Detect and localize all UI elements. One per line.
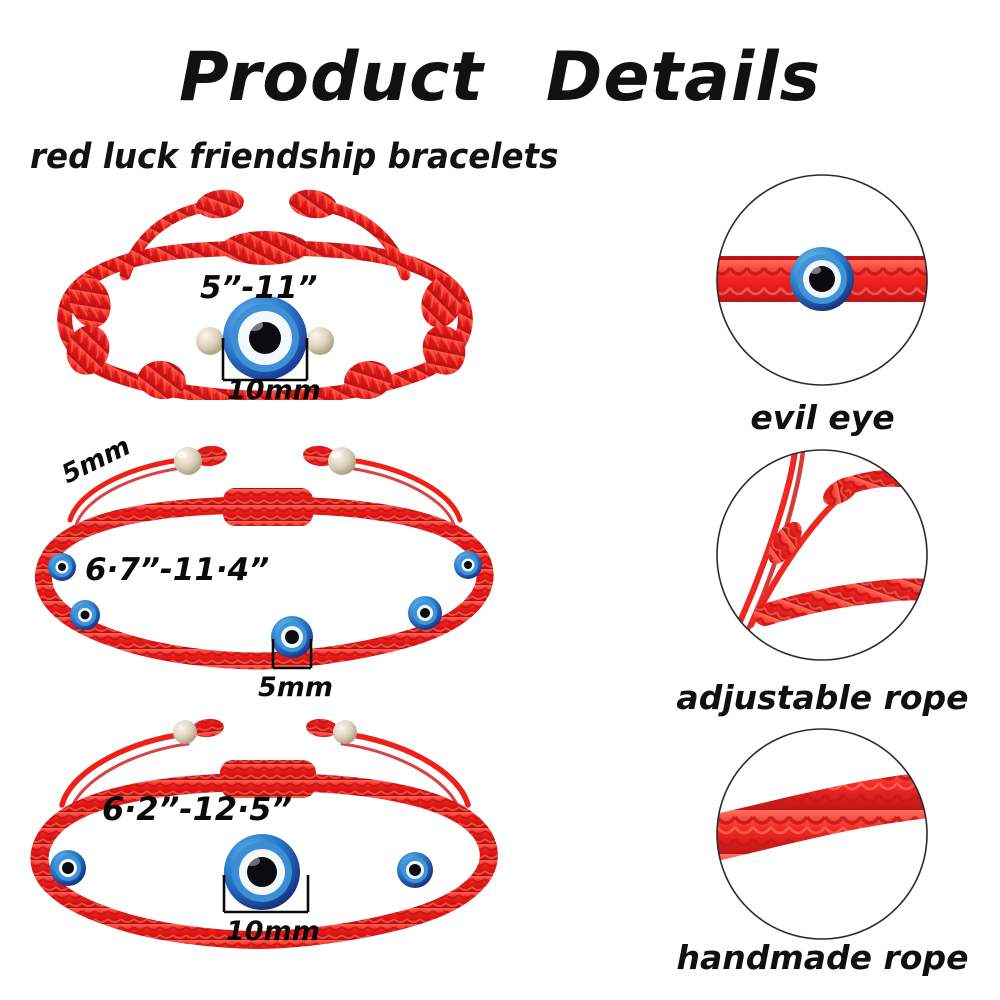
evil-eye-bead	[48, 553, 76, 581]
evil-eye-beads	[48, 551, 482, 658]
detail-caption-handmade-rope: handmade rope	[676, 938, 969, 977]
braided-band	[35, 496, 494, 670]
evil-eye-closeup-photo	[717, 175, 927, 385]
page-subtitle: red luck friendship bracelets	[30, 137, 559, 177]
detail-circle-outline	[716, 174, 928, 386]
detail-caption-evil-eye: evil eye	[750, 398, 895, 437]
adjustable-knot-closeup-photo	[717, 450, 927, 660]
evil-eye-bead	[271, 616, 313, 658]
bracelet-3-length-label: 6·2”-12·5”	[102, 790, 292, 828]
bracelet-3-braided-large-eye: 6·2”-12·5” 10mm	[30, 700, 500, 969]
evil-eye-bead	[408, 596, 442, 630]
bracelet-2-length-label: 6·7”-11·4”	[85, 552, 269, 588]
evil-eye-bead	[790, 247, 854, 311]
detail-circle-handmade-rope	[645, 722, 1000, 951]
bracelet-1-bead-size-label: 10mm	[227, 375, 321, 400]
title-word-details: Details	[545, 38, 821, 117]
bracelet-2-dimension-bracket	[271, 639, 313, 670]
adjustable-cords	[67, 456, 463, 527]
accent-beads	[196, 327, 334, 355]
evil-eye-bead-center	[223, 296, 307, 380]
bracelet-1-dimension-bracket	[221, 338, 309, 382]
bracelet-knots	[66, 231, 466, 400]
bracelet-2-braided-small-eyes: 5mm 6·7”-11·4” 5mm	[30, 425, 500, 704]
evil-eye-bead	[397, 852, 433, 888]
slider-beads	[174, 447, 356, 475]
page-title: Product Details	[0, 38, 1000, 117]
detail-circle-outline	[716, 728, 928, 940]
evil-eye-bead	[454, 551, 482, 579]
bracelet-3-bead-size-label: 10mm	[226, 916, 320, 947]
bracelet-1-knotted-cord: 5”-11” 10mm	[30, 180, 500, 406]
braided-band	[30, 772, 498, 950]
adjustable-cords	[59, 731, 471, 814]
evil-eye-bead-center	[224, 834, 300, 910]
detail-circle-adjustable-rope	[645, 443, 1000, 672]
detail-circle-outline	[716, 449, 928, 661]
bracelet-2-bead-size-label: 5mm	[258, 672, 333, 700]
detail-caption-adjustable-rope: adjustable rope	[676, 678, 969, 717]
evil-eye-bead	[50, 850, 86, 886]
cord-end-knots	[192, 718, 338, 738]
bracelet-1-length-label: 5”-11”	[200, 270, 318, 306]
slider-beads	[173, 720, 357, 744]
title-word-product: Product	[179, 38, 484, 117]
evil-eye-bead	[70, 600, 100, 630]
handmade-rope-closeup-photo	[717, 729, 927, 939]
bracelet-3-dimension-bracket	[222, 875, 310, 914]
bracelet-2-slider-size-label: 5mm	[57, 431, 135, 490]
cord-end-knots	[193, 445, 337, 467]
evil-eye-beads-side	[50, 850, 433, 888]
detail-circle-evil-eye	[645, 168, 1000, 397]
